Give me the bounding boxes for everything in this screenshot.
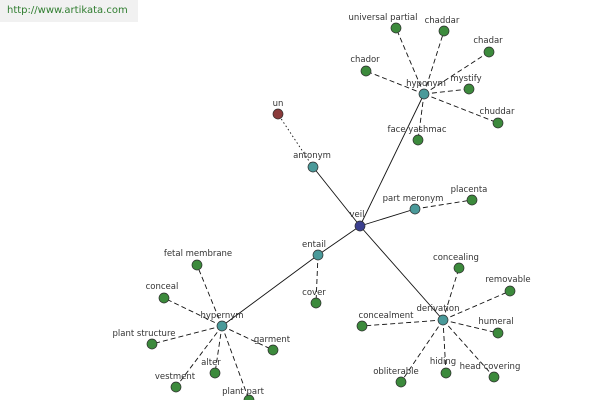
- edge-derivation-to-hiding: [442, 319, 447, 374]
- node-label-plant-structure: plant structure: [113, 329, 176, 339]
- edge-entail-to-hypernym: [221, 254, 319, 327]
- edge-hyponym-to-chador: [365, 70, 425, 95]
- node-label-garment: garment: [254, 335, 291, 345]
- node-label-removable: removable: [485, 275, 530, 285]
- node-label-concealment: concealment: [359, 311, 415, 321]
- edge-entail-to-cover: [315, 254, 319, 304]
- node-hypernym[interactable]: [216, 320, 228, 332]
- node-label-mystify: mystify: [450, 74, 481, 84]
- node-label-derivation: derivation: [416, 304, 459, 314]
- node-plant-structure[interactable]: [146, 338, 158, 350]
- node-un[interactable]: [272, 108, 284, 120]
- edge-derivation-to-obliterable: [400, 319, 444, 383]
- node-mystify[interactable]: [463, 83, 475, 95]
- edge-veil-to-entail: [317, 225, 361, 256]
- node-label-alter: alter: [201, 358, 221, 368]
- node-label-placenta: placenta: [451, 185, 488, 195]
- node-label-cover: cover: [302, 288, 326, 298]
- node-head-covering[interactable]: [488, 371, 500, 383]
- node-label-veil: veil: [350, 210, 365, 220]
- node-label-obliterable: obliterable: [373, 367, 419, 377]
- edge-hypernym-to-conceal: [163, 297, 223, 327]
- node-alter[interactable]: [209, 367, 221, 379]
- edge-hyponym-to-chaddar: [423, 30, 445, 95]
- node-derivation[interactable]: [437, 314, 449, 326]
- node-cover[interactable]: [310, 297, 322, 309]
- node-part-meronym[interactable]: [409, 203, 421, 215]
- edge-hypernym-to-plant-structure: [151, 325, 223, 345]
- node-chaddar[interactable]: [438, 25, 450, 37]
- node-antonym[interactable]: [307, 161, 319, 173]
- node-concealment[interactable]: [356, 320, 368, 332]
- edge-hyponym-to-mystify: [423, 88, 470, 95]
- edge-hypernym-to-vestment: [175, 325, 223, 388]
- node-label-vestment: vestment: [155, 372, 196, 382]
- node-label-conceal: conceal: [146, 282, 179, 292]
- edge-part-meronym-to-placenta: [414, 199, 473, 210]
- node-label-concealing: concealing: [433, 253, 479, 263]
- node-face-yashmac[interactable]: [412, 134, 424, 146]
- node-universal-partial[interactable]: [390, 22, 402, 34]
- node-label-un: un: [273, 99, 284, 109]
- edge-derivation-to-head-covering: [442, 319, 495, 378]
- node-label-hyponym: hyponym: [406, 79, 446, 89]
- node-label-humeral: humeral: [478, 317, 513, 327]
- node-label-hypernym: hypernym: [200, 311, 243, 321]
- label-layer: veil hyponym antonym part meronym entail hype…: [113, 13, 531, 397]
- node-placenta[interactable]: [466, 194, 478, 206]
- node-label-part-meronym: part meronym: [383, 194, 444, 204]
- node-hiding[interactable]: [440, 367, 452, 379]
- source-url[interactable]: http://www.artikata.com: [7, 5, 128, 16]
- edge-hypernym-to-fetal-membrane: [196, 264, 223, 327]
- node-label-chadar: chadar: [473, 36, 503, 46]
- node-label-entail: entail: [302, 240, 326, 250]
- node-label-head-covering: head covering: [460, 362, 521, 372]
- edge-hyponym-to-chuddar: [423, 93, 499, 124]
- node-label-chuddar: chuddar: [480, 107, 515, 117]
- edge-antonym-to-un: [277, 113, 314, 168]
- node-label-hiding: hiding: [430, 357, 456, 367]
- edge-hypernym-to-plant-part: [221, 325, 250, 400]
- edge-veil-to-derivation: [359, 225, 444, 321]
- node-chuddar[interactable]: [492, 117, 504, 129]
- node-concealing[interactable]: [453, 262, 465, 274]
- node-label-antonym: antonym: [293, 151, 331, 161]
- edge-hypernym-to-garment: [221, 325, 274, 351]
- node-conceal[interactable]: [158, 292, 170, 304]
- node-removable[interactable]: [504, 285, 516, 297]
- edge-veil-to-hyponym: [359, 93, 425, 227]
- node-plant-part[interactable]: [243, 394, 255, 400]
- edge-veil-to-antonym: [312, 166, 361, 227]
- node-veil[interactable]: [354, 220, 366, 232]
- node-chadar[interactable]: [483, 46, 495, 58]
- node-label-fetal-membrane: fetal membrane: [164, 249, 232, 259]
- node-vestment[interactable]: [170, 381, 182, 393]
- node-label-face-yashmac: face yashmac: [387, 125, 446, 135]
- node-garment[interactable]: [267, 344, 279, 356]
- node-chador[interactable]: [360, 65, 372, 77]
- edge-derivation-to-humeral: [442, 319, 499, 334]
- node-humeral[interactable]: [492, 327, 504, 339]
- source-url-bar: http://www.artikata.com: [0, 0, 138, 22]
- node-label-chador: chador: [350, 55, 380, 65]
- edge-derivation-to-concealing: [442, 267, 460, 321]
- node-fetal-membrane[interactable]: [191, 259, 203, 271]
- node-obliterable[interactable]: [395, 376, 407, 388]
- node-label-plant-part: plant part: [222, 387, 264, 397]
- edge-layer: [151, 27, 511, 400]
- edge-veil-to-part-meronym: [359, 208, 416, 227]
- edge-hyponym-to-universal-partial: [395, 27, 425, 95]
- node-entail[interactable]: [312, 249, 324, 261]
- edge-derivation-to-removable: [442, 290, 511, 321]
- node-layer: [146, 22, 516, 400]
- node-label-universal-partial: universal partial: [349, 13, 418, 23]
- node-hyponym[interactable]: [418, 88, 430, 100]
- edge-derivation-to-concealment: [361, 319, 444, 327]
- edge-hyponym-to-chadar: [423, 51, 490, 95]
- node-label-chaddar: chaddar: [425, 16, 460, 26]
